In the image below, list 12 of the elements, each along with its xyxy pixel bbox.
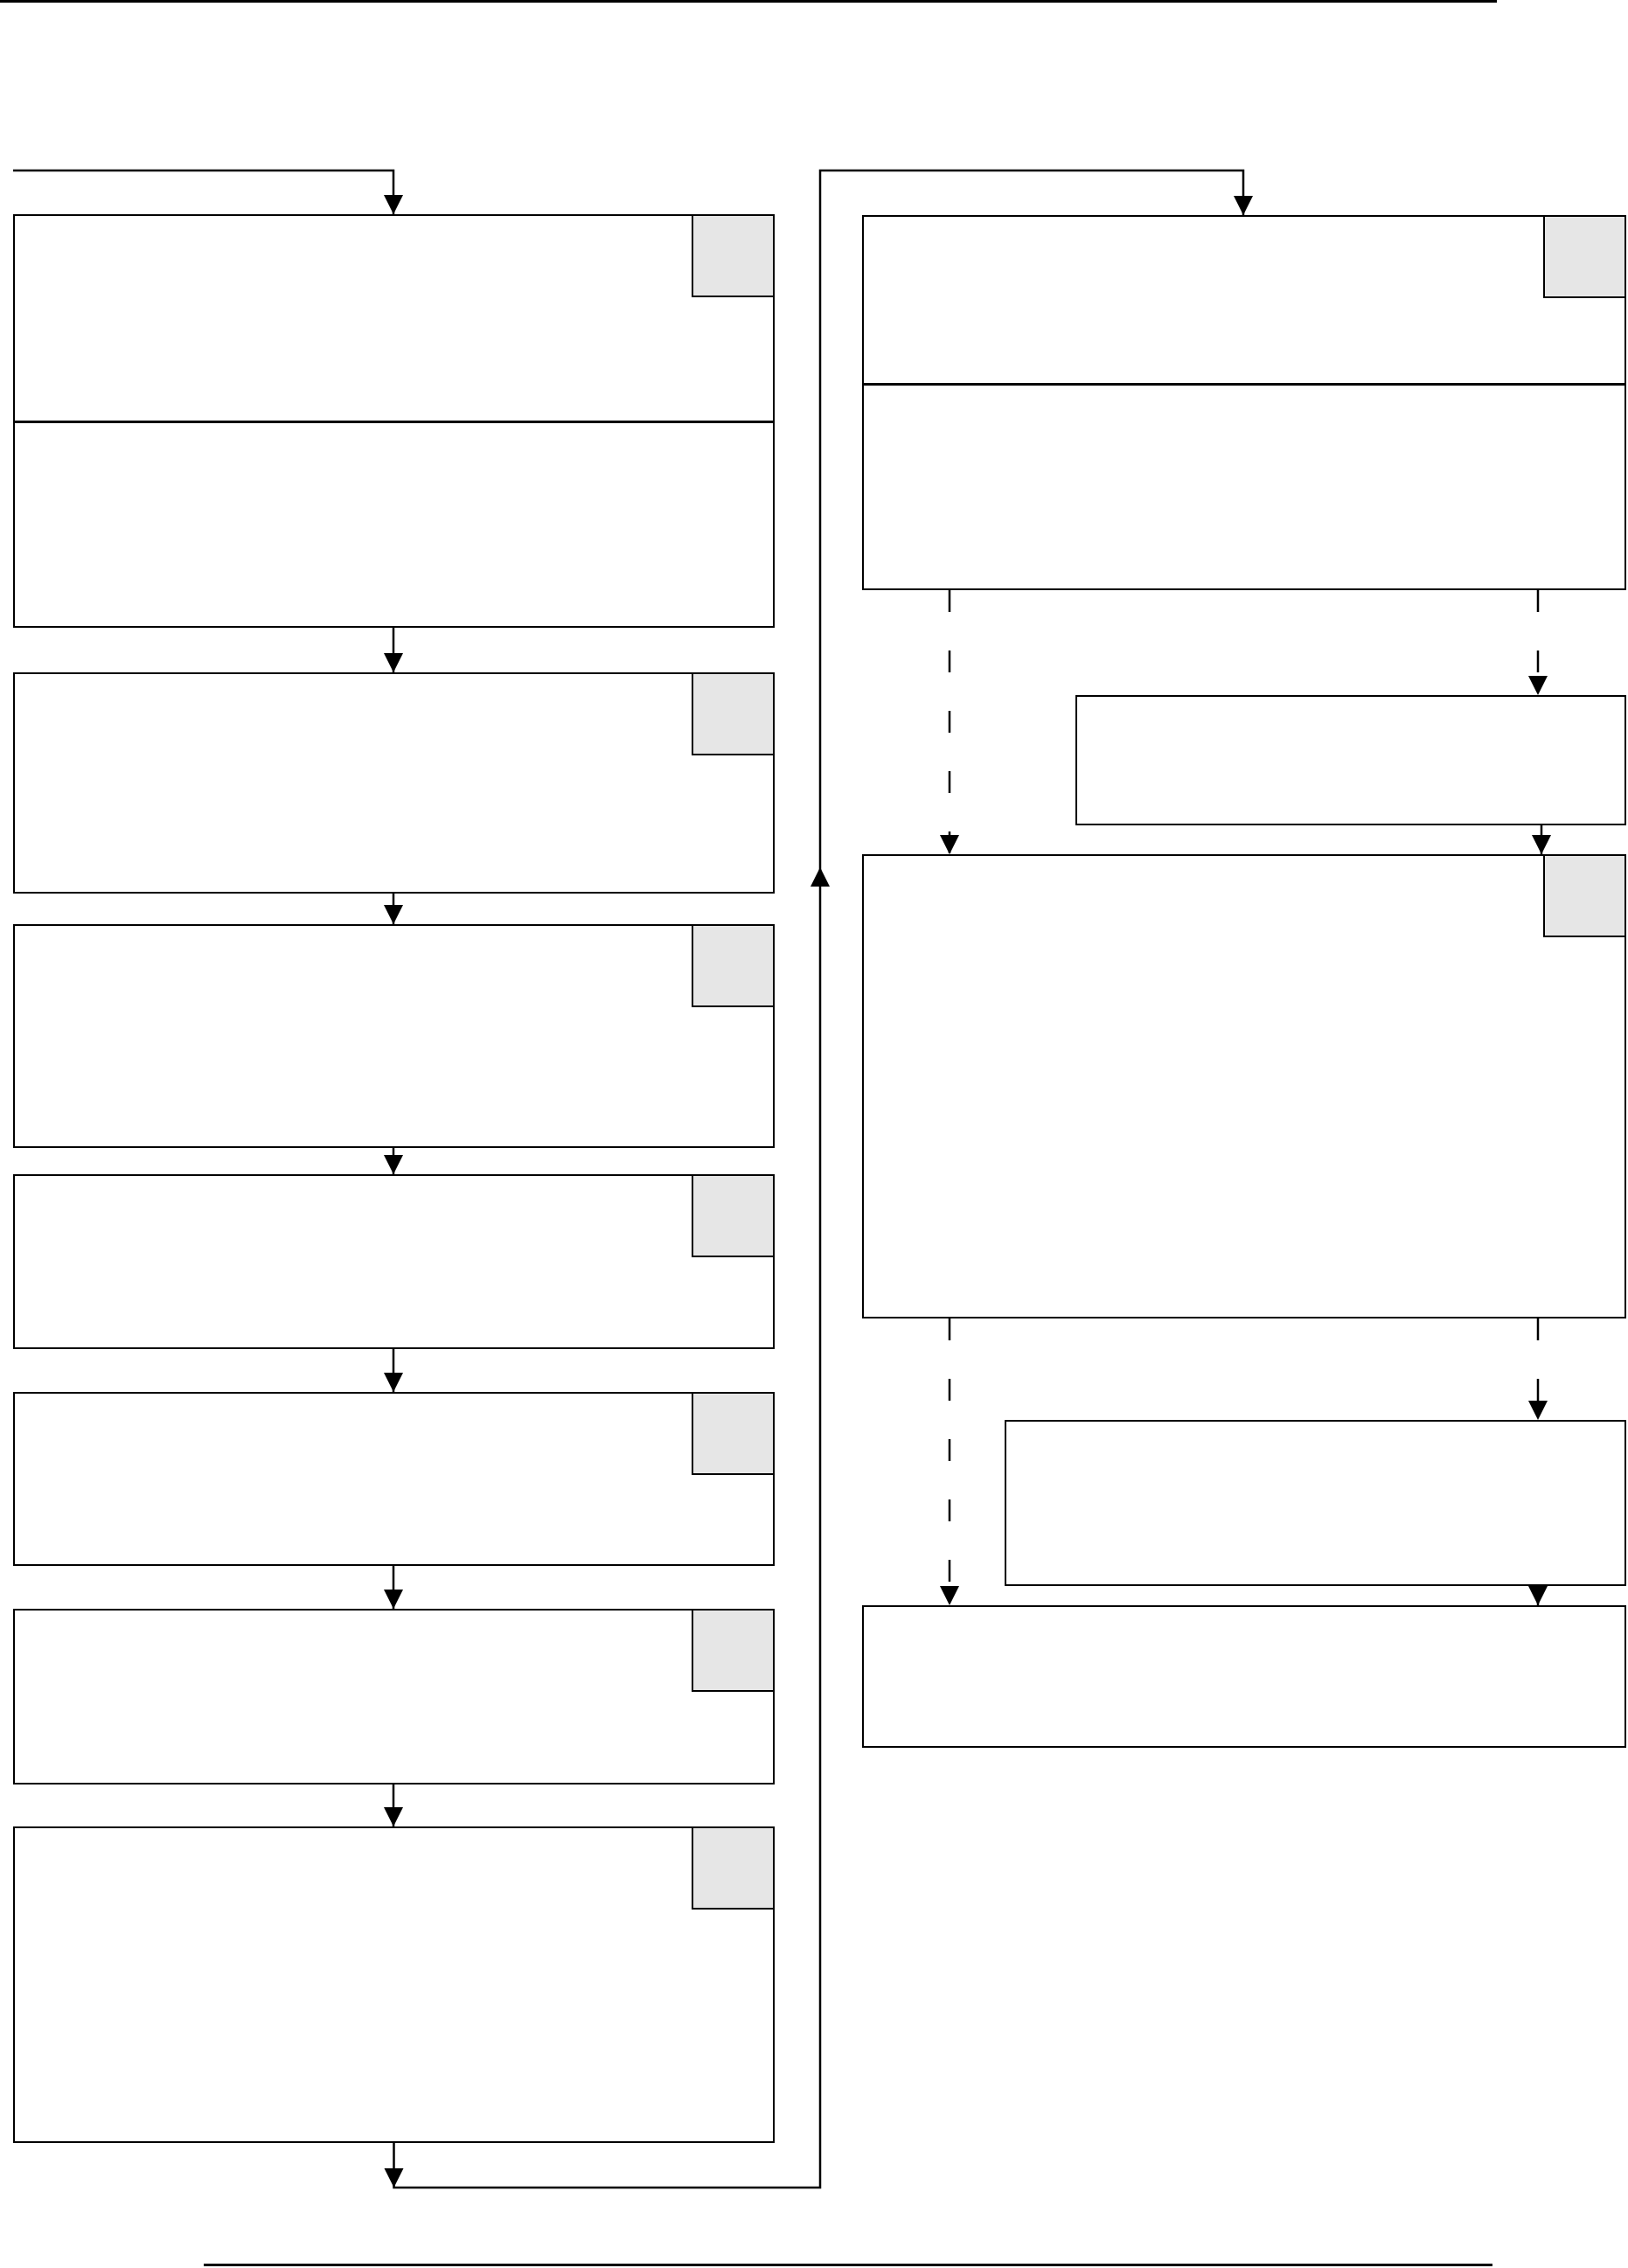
process-box [862, 215, 1626, 590]
process-box [13, 214, 775, 628]
process-box [13, 924, 775, 1148]
process-box [13, 1174, 775, 1349]
process-box [1005, 1420, 1626, 1586]
process-box [13, 1609, 775, 1784]
process-box [13, 1392, 775, 1566]
process-box [862, 1605, 1626, 1748]
process-box [862, 854, 1626, 1318]
process-box [1075, 695, 1626, 825]
process-box [13, 1826, 775, 2143]
process-box [13, 672, 775, 894]
